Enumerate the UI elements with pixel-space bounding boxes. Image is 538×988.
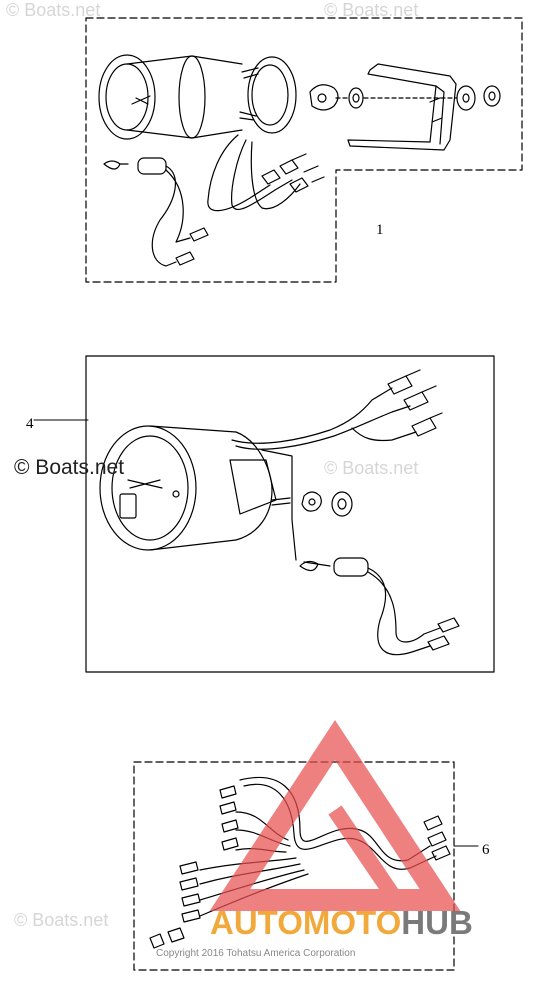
gauge-4-bezel: [99, 425, 197, 551]
bulb-1: [103, 160, 129, 170]
bulb-socket-4-wire: [367, 567, 441, 656]
bulb-socket-4: [333, 557, 369, 577]
nut-4: [331, 491, 353, 517]
automotohub-logo-mark: [209, 719, 461, 911]
nut-2: [483, 85, 501, 107]
callout-4: 4: [26, 416, 34, 432]
automotohub-logo-text: AUTOMOTOHUB: [210, 904, 473, 942]
group-1-gauge-kit: [85, 17, 523, 283]
clamp-nut-4: [301, 491, 322, 512]
gauge-1-ring: [247, 56, 297, 134]
copyright-notice: Copyright 2016 Tohatsu America Corporati…: [156, 948, 356, 959]
watermark-mid-left: © Boats.net: [14, 456, 125, 479]
gauge-1-bezel: [98, 54, 156, 140]
clamp-nut-1: [309, 84, 339, 111]
watermark-bottom-left: © Boats.net: [14, 910, 109, 930]
group-1-dashed-border: [85, 17, 523, 283]
watermark-mid-right: © Boats.net: [324, 458, 419, 478]
gauge-1-harness: [207, 134, 301, 212]
callout-1: 1: [376, 222, 384, 238]
bulb-socket-1: [137, 157, 167, 175]
callout-6: 6: [482, 842, 490, 858]
bulb-4: [299, 560, 319, 572]
gauge-1-face: [105, 63, 149, 131]
logo-text-hub: HUB: [401, 904, 473, 941]
gauge-4-harness: [231, 387, 417, 450]
connector-6: [149, 927, 185, 949]
washer-1: [456, 85, 476, 111]
gauge-1-needle: [131, 95, 151, 105]
watermark-top-left: © Boats.net: [6, 0, 101, 20]
gauge-4-face: [111, 435, 189, 541]
bulb-socket-1-wire: [151, 165, 191, 267]
logo-text-automoto: AUTOMOTO: [210, 904, 402, 941]
watermark-top-right: © Boats.net: [324, 0, 419, 20]
gauge-4-needle: [127, 479, 163, 489]
nut-1: [348, 87, 364, 109]
group-4-dashed-border: [85, 355, 495, 673]
group-4-gauge-kit: [33, 355, 495, 673]
mounting-bracket: [347, 63, 457, 151]
